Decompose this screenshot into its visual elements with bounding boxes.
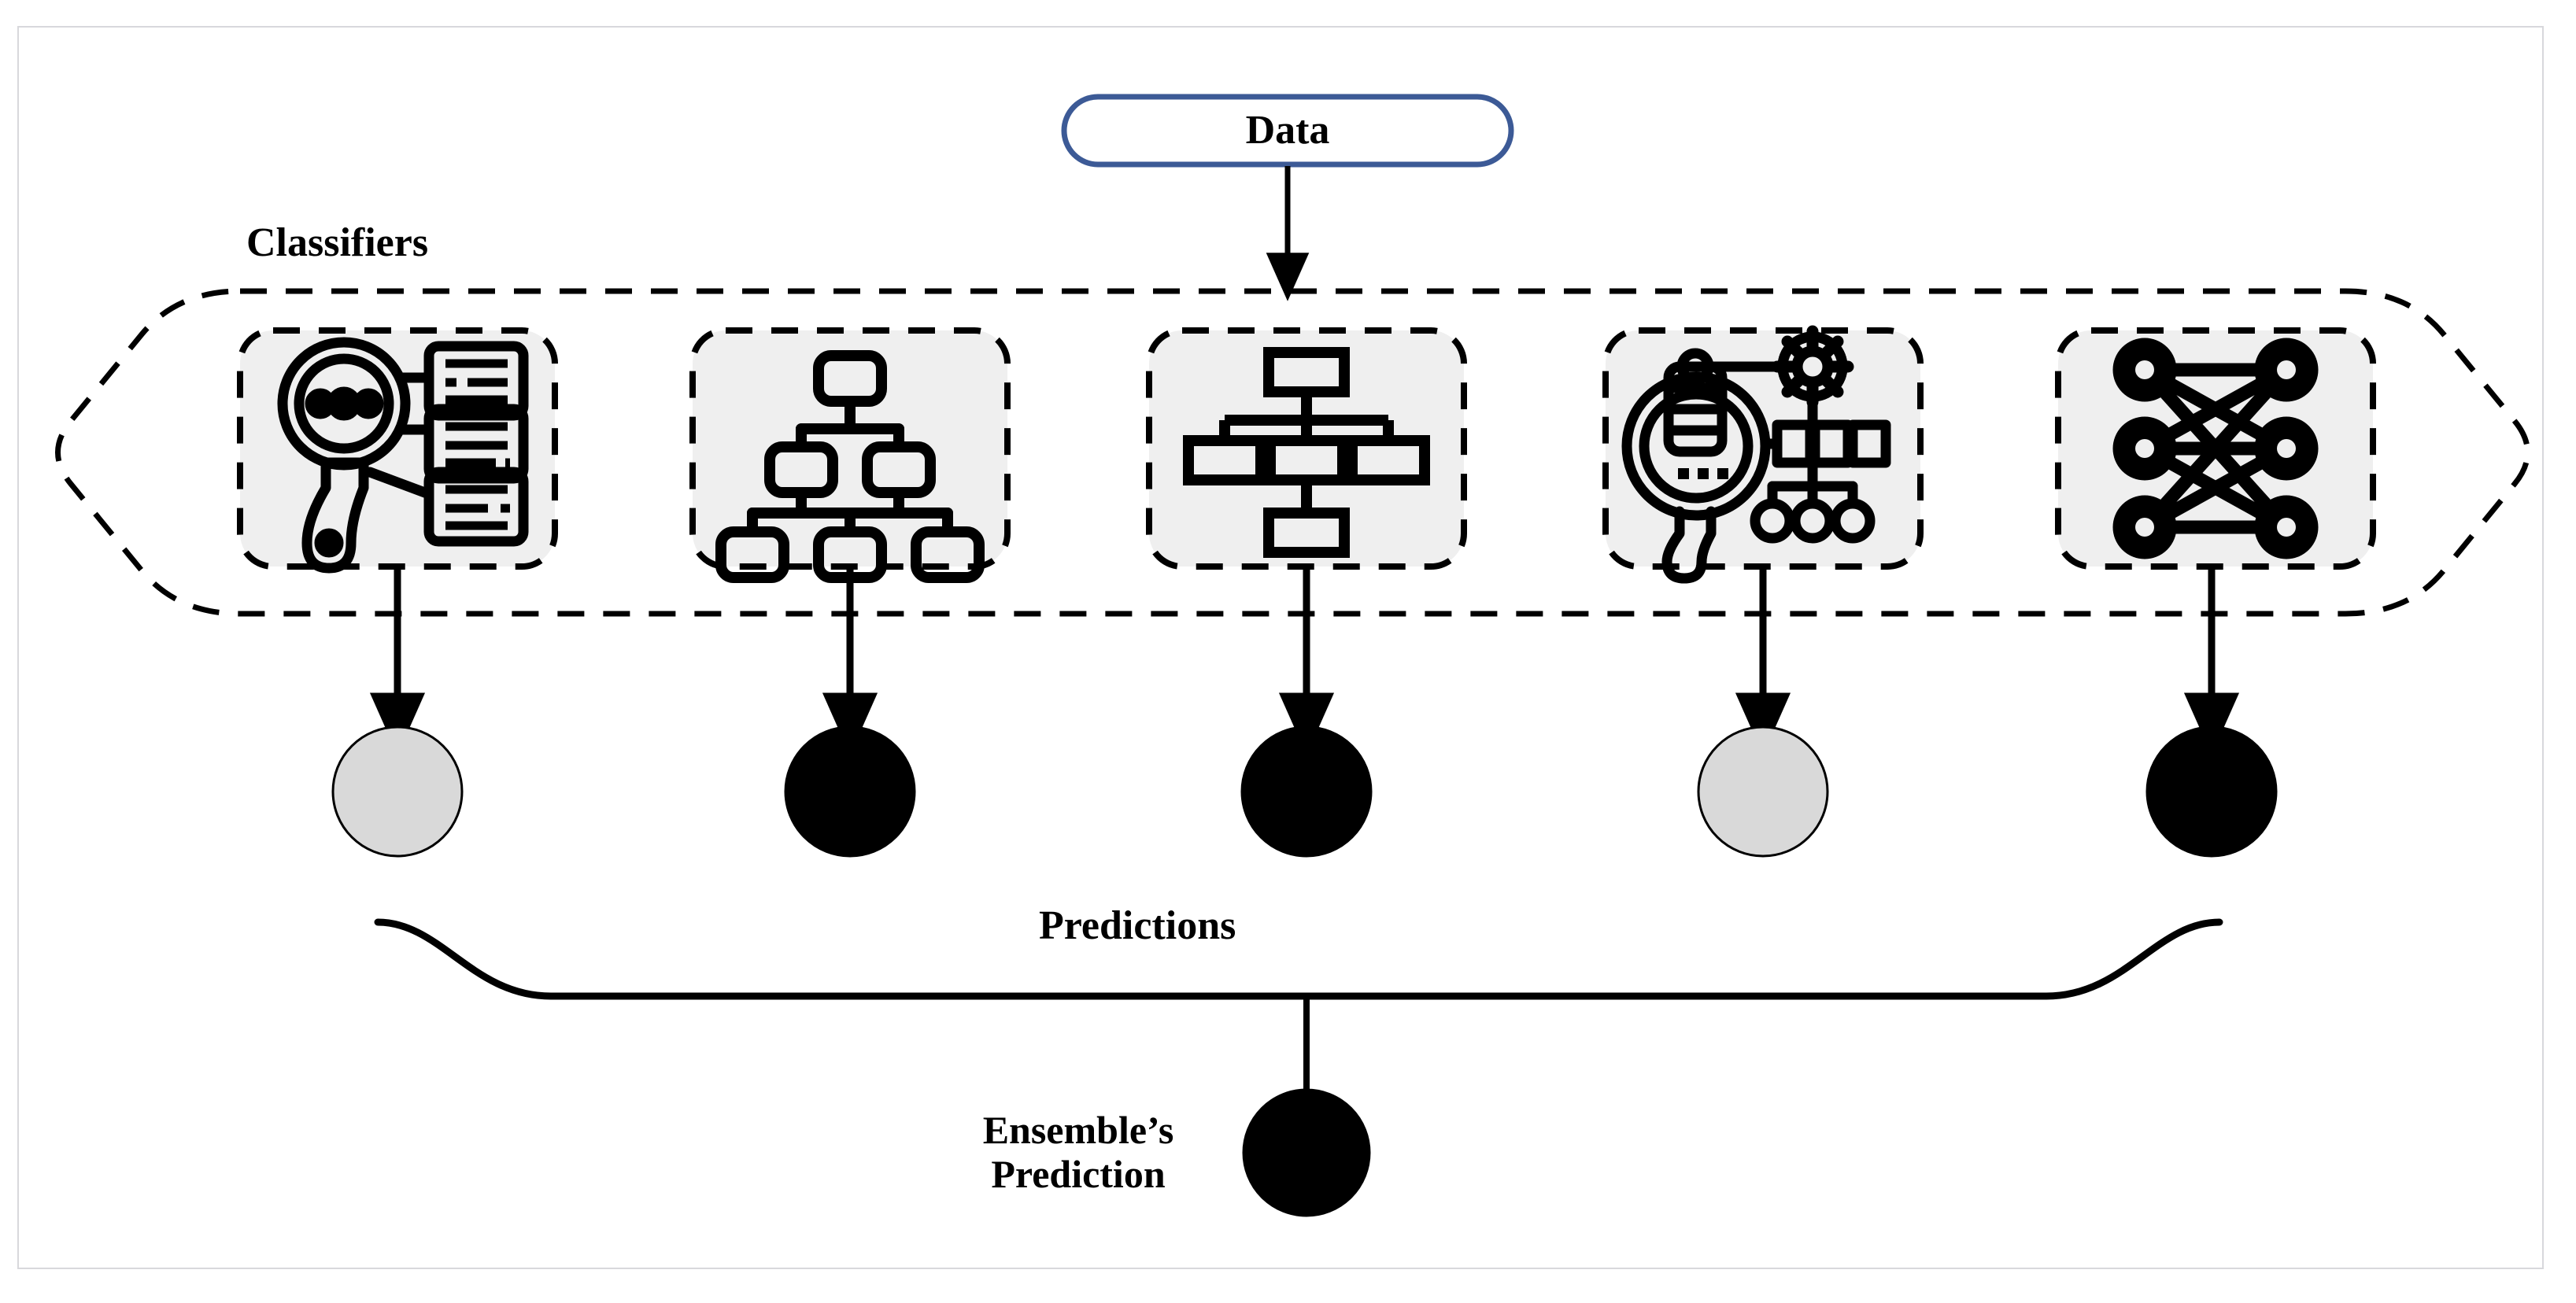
aggregation-bracket bbox=[374, 918, 2223, 1000]
prediction-circle-2[interactable] bbox=[784, 725, 916, 858]
prediction-circle-3[interactable] bbox=[1240, 725, 1373, 858]
classifiers-group-outline bbox=[55, 288, 2530, 617]
decision-tree-icon bbox=[715, 350, 985, 583]
ensemble-prediction-label: Ensemble’s Prediction bbox=[982, 1108, 1174, 1196]
prediction-circle-1[interactable] bbox=[331, 725, 464, 858]
predictions-label: Predictions bbox=[1039, 903, 1236, 948]
ensemble-prediction-circle[interactable] bbox=[1242, 1088, 1371, 1217]
classifiers-group-label: Classifiers bbox=[246, 220, 429, 265]
magnifier-documents-icon bbox=[277, 337, 529, 574]
flowchart-hierarchy-icon bbox=[1183, 347, 1430, 558]
prediction-circle-4[interactable] bbox=[1697, 725, 1829, 858]
prediction-circle-5[interactable] bbox=[2145, 725, 2278, 858]
classifier-tile-3[interactable] bbox=[1146, 327, 1467, 570]
data-node-label: Data bbox=[1245, 108, 1330, 153]
magnifier-gear-network-icon bbox=[1621, 325, 1891, 584]
slide-frame bbox=[17, 26, 2544, 1269]
data-node[interactable] bbox=[1061, 94, 1514, 168]
neural-network-icon bbox=[2112, 338, 2319, 559]
